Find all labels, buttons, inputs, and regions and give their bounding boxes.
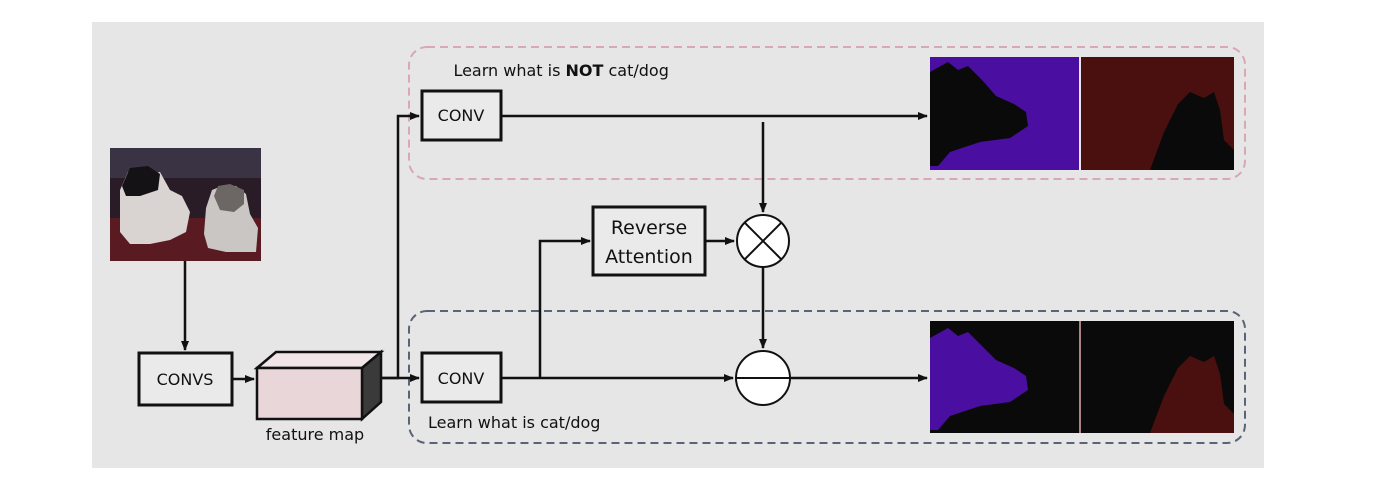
reverse-attention-line2: Attention — [605, 246, 693, 268]
bottom-conv-box — [420, 351, 503, 404]
connectors — [181, 112, 928, 383]
bottom-conv-label: CONV — [438, 369, 485, 388]
subtract-node — [735, 350, 791, 406]
top-conv-box — [420, 89, 503, 142]
top-branch-label: Learn what is NOT cat/dog — [428, 61, 684, 80]
top-conv-label: CONV — [438, 106, 485, 125]
convs-box — [137, 351, 234, 407]
bottom-branch-region — [408, 310, 1246, 444]
input-image — [110, 148, 261, 261]
bottom-output-mask-cat — [1081, 321, 1234, 433]
top-output-mask-cat — [1081, 57, 1234, 170]
feature-map-cuboid — [253, 349, 385, 422]
bottom-output-mask-dog — [930, 321, 1079, 433]
multiply-node — [736, 214, 790, 268]
reverse-attention-line1: Reverse — [611, 217, 687, 239]
feature-map-label: feature map — [266, 425, 364, 444]
bottom-branch-label: Learn what is cat/dog — [428, 413, 600, 432]
convs-label: CONVS — [157, 370, 214, 389]
top-output-mask-dog — [930, 57, 1079, 170]
top-branch-region — [408, 46, 1246, 180]
